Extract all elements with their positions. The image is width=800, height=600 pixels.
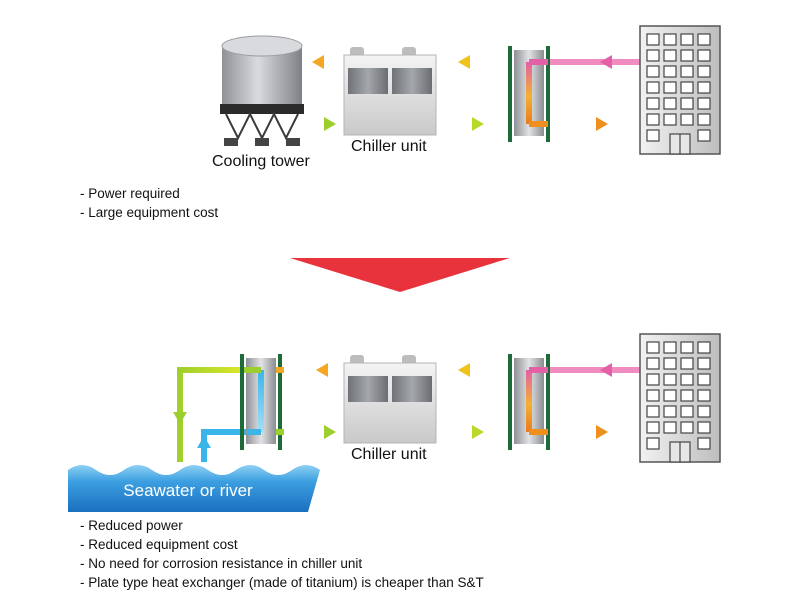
building-window [646,97,660,110]
building-window [663,421,677,434]
flow-arrow-left [600,55,612,69]
building-window [646,389,660,402]
flow-arrow-left [312,55,324,69]
building-window [697,129,711,142]
flow-arrow-down [173,412,187,424]
building-window [663,49,677,62]
building-window [697,357,711,370]
top-system [220,25,721,155]
plate-heat-exchanger-icon [508,354,550,450]
building-window [646,81,660,94]
top-chiller-label: Chiller unit [351,138,427,155]
building-window [697,81,711,94]
cooling-tower-label: Cooling tower [212,153,310,170]
top-flow-arrows [312,55,612,131]
plate-heat-exchanger-icon [508,46,550,142]
building-window [680,341,694,354]
building-window [697,33,711,46]
top-notes-list: - Power required - Large equipment cost [80,184,218,222]
building-window [646,113,660,126]
building-window [680,389,694,402]
flow-arrow-up [197,436,211,448]
seawater-body [68,465,320,512]
building-window [663,357,677,370]
building-window [697,437,711,450]
flow-arrow-left [316,363,328,377]
building-window [680,405,694,418]
building-window [646,421,660,434]
chiller-unit-icon [343,355,437,444]
chiller-unit-icon [343,47,437,136]
building-window [680,33,694,46]
flow-arrow-right [596,117,608,131]
flow-arrow-right [472,117,484,131]
sea-heat-exchanger-icon [240,354,284,450]
building-window [663,373,677,386]
building-window [680,97,694,110]
sea-intake-pipe [201,429,248,462]
building-window [697,421,711,434]
transition-arrow-down [290,258,510,292]
building-window [663,405,677,418]
building-window [646,65,660,78]
bottom-notes-list: - Reduced power - Reduced equipment cost -… [80,516,484,592]
flow-arrow-right [324,425,336,439]
building-window [680,65,694,78]
building-window [646,49,660,62]
sea-discharge-pipe [177,367,240,462]
building-window [697,405,711,418]
bottom-flow-arrows [173,363,612,448]
building-window [697,341,711,354]
building-window [663,113,677,126]
building-window [680,357,694,370]
building-window [680,113,694,126]
building-window [663,65,677,78]
building-window [646,33,660,46]
building-window [663,341,677,354]
building-window [646,341,660,354]
note-item: - Large equipment cost [80,205,219,220]
building-window [697,65,711,78]
building-window [697,49,711,62]
flow-arrow-left [458,55,470,69]
building-window [646,357,660,370]
building-window [663,33,677,46]
building-window [697,373,711,386]
building-window [646,373,660,386]
building-window [680,373,694,386]
building-window [680,49,694,62]
building-window [646,437,660,450]
flow-arrow-right [324,117,336,131]
building-window [646,129,660,142]
cooling-tower-icon [220,35,304,146]
building-window [646,405,660,418]
flow-arrow-right [596,425,608,439]
building-window [697,97,711,110]
building-window [697,113,711,126]
note-item: - Reduced power [80,518,183,533]
flow-arrow-left [600,363,612,377]
building-window [663,81,677,94]
flow-arrow-left [458,363,470,377]
bottom-system [68,333,721,512]
building-icon [639,333,721,463]
building-window [663,389,677,402]
building-window [697,389,711,402]
bottom-chiller-label: Chiller unit [351,446,427,463]
building-icon [639,25,721,155]
note-item: - Power required [80,186,180,201]
building-window [663,97,677,110]
building-window [680,421,694,434]
note-item: - No need for corrosion resistance in ch… [80,556,363,571]
seawater-label: Seawater or river [123,481,253,500]
note-item: - Plate type heat exchanger (made of tit… [80,575,484,590]
note-item: - Reduced equipment cost [80,537,238,552]
flow-arrow-right [472,425,484,439]
building-window [680,81,694,94]
